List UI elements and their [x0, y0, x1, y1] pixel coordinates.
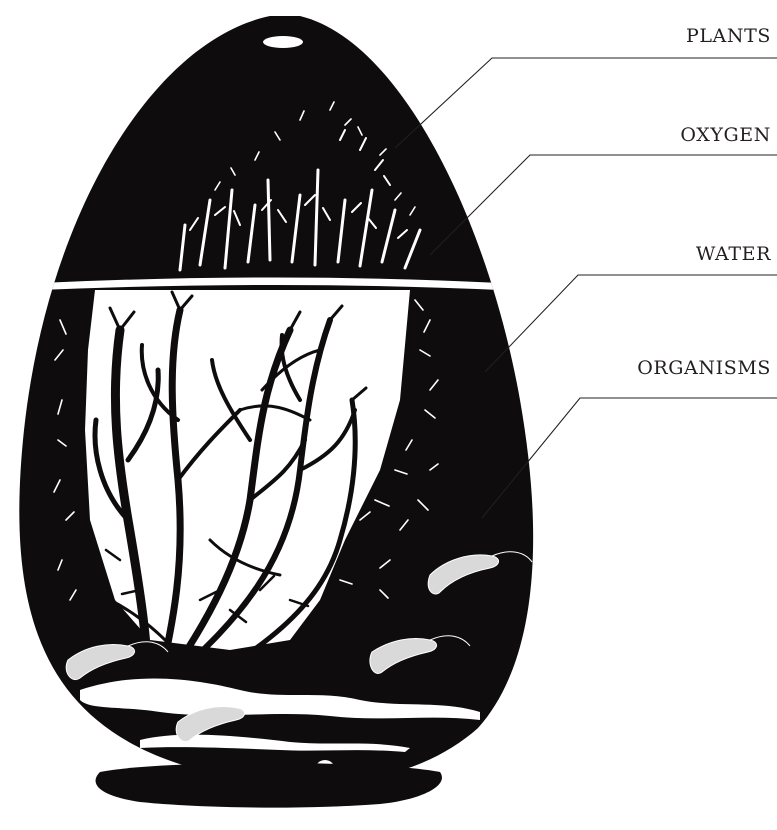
label-organisms: ORGANISMS — [637, 357, 771, 379]
label-plants: PLANTS — [686, 25, 771, 47]
label-water: WATER — [696, 243, 771, 265]
leader-oxygen — [430, 155, 777, 255]
label-oxygen: OXYGEN — [680, 124, 771, 146]
egg-top-highlight — [263, 36, 303, 48]
egg-base — [96, 763, 442, 808]
